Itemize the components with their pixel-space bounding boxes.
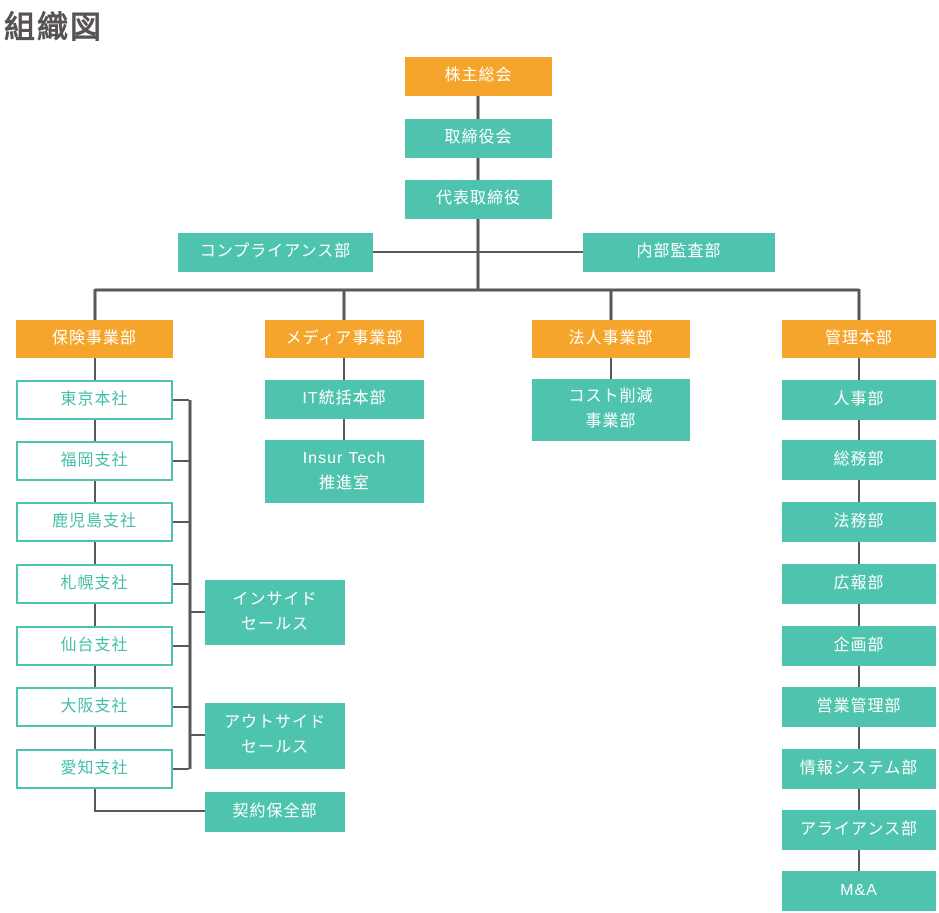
node-pr-dept: 広報部 — [782, 564, 936, 604]
branch-sapporo: 札幌支社 — [16, 564, 173, 604]
page-title: 組織図 — [4, 10, 103, 45]
node-planning-dept: 企画部 — [782, 626, 936, 666]
division-media: メディア事業部 — [265, 320, 424, 358]
node-internal-audit-dept: 内部監査部 — [583, 233, 775, 272]
node-general-affairs-dept: 総務部 — [782, 440, 936, 480]
node-ma-dept: M&A — [782, 871, 936, 911]
node-inside-sales: インサイド セールス — [205, 580, 345, 645]
node-insurtech-promotion-office: Insur Tech 推進室 — [265, 440, 424, 503]
node-shareholders-meeting: 株主総会 — [405, 57, 552, 96]
division-corporate: 法人事業部 — [532, 320, 690, 358]
branch-aichi: 愛知支社 — [16, 749, 173, 789]
division-admin: 管理本部 — [782, 320, 936, 358]
node-information-systems-dept: 情報システム部 — [782, 749, 936, 789]
node-board-of-directors: 取締役会 — [405, 119, 552, 158]
node-compliance-dept: コンプライアンス部 — [178, 233, 373, 272]
branch-tokyo-hq: 東京本社 — [16, 380, 173, 420]
branch-sendai: 仙台支社 — [16, 626, 173, 666]
division-insurance: 保険事業部 — [16, 320, 173, 358]
branch-fukuoka: 福岡支社 — [16, 441, 173, 481]
node-contract-maintenance-dept: 契約保全部 — [205, 792, 345, 832]
branch-osaka: 大阪支社 — [16, 687, 173, 727]
node-cost-reduction-dept: コスト削減 事業部 — [532, 379, 690, 441]
node-outside-sales: アウトサイド セールス — [205, 703, 345, 769]
node-legal-dept: 法務部 — [782, 502, 936, 542]
node-it-supervision-hq: IT統括本部 — [265, 380, 424, 419]
node-hr-dept: 人事部 — [782, 380, 936, 420]
branch-kagoshima: 鹿児島支社 — [16, 502, 173, 542]
node-sales-management-dept: 営業管理部 — [782, 687, 936, 727]
node-alliance-dept: アライアンス部 — [782, 810, 936, 850]
node-representative-director: 代表取締役 — [405, 180, 552, 219]
